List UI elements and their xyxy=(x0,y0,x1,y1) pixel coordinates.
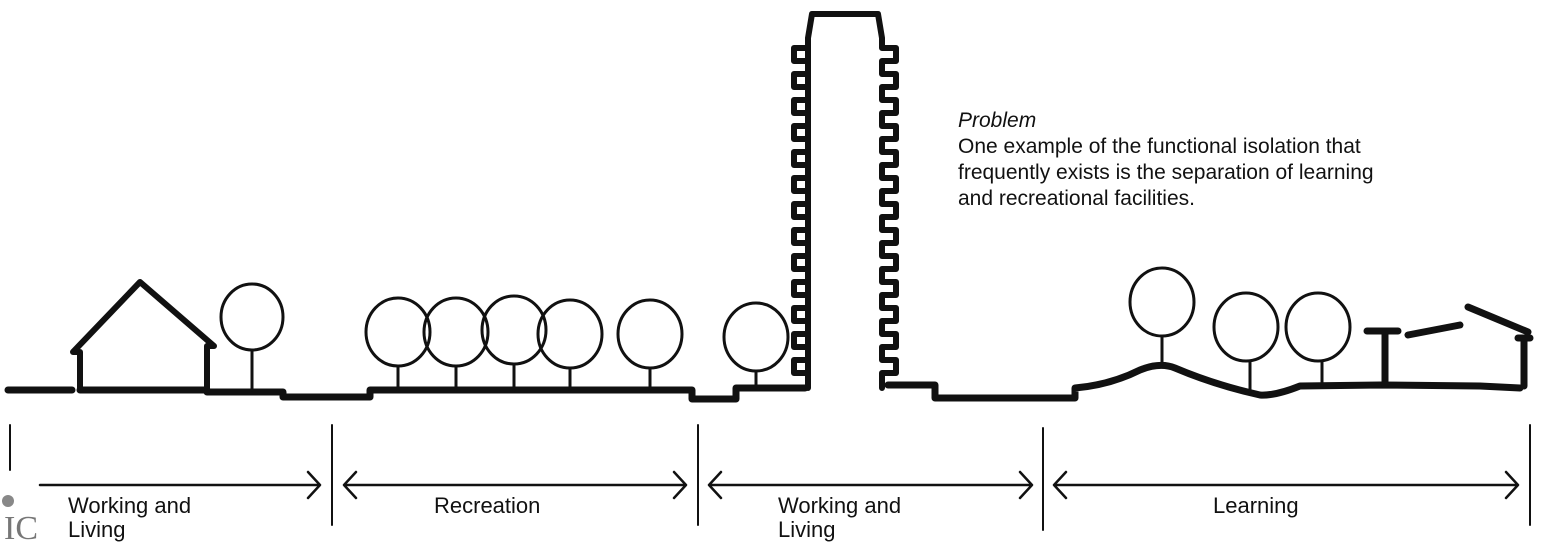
arrow-recreation xyxy=(342,470,688,500)
park-trees-icon xyxy=(364,294,684,392)
problem-body: One example of the functional isolation … xyxy=(958,135,1374,210)
tree-icon xyxy=(722,301,790,390)
highrise-tower-icon xyxy=(791,11,899,391)
campus-trees-icon xyxy=(1128,266,1352,394)
logo-text: IC xyxy=(4,510,38,545)
arrow-working-living-1 xyxy=(38,470,322,500)
zone-dividers xyxy=(9,424,1531,531)
tree-icon xyxy=(219,282,285,392)
zone-label-recreation: Recreation xyxy=(434,493,541,518)
school-building-icon xyxy=(1363,303,1534,390)
arrow-learning xyxy=(1052,470,1520,500)
zone-arrows xyxy=(38,470,1520,500)
arrow-working-living-2 xyxy=(707,470,1034,500)
problem-statement: Problem One example of the functional is… xyxy=(958,108,1374,212)
zone-label-working-living-2: Working and Living xyxy=(778,493,902,542)
problem-heading: Problem xyxy=(958,109,1037,132)
eric-logo-icon: IC xyxy=(2,495,38,545)
zone-label-working-living-1: Working and Living xyxy=(68,493,192,542)
house-icon xyxy=(70,279,217,395)
zone-label-learning: Learning xyxy=(1213,493,1299,518)
